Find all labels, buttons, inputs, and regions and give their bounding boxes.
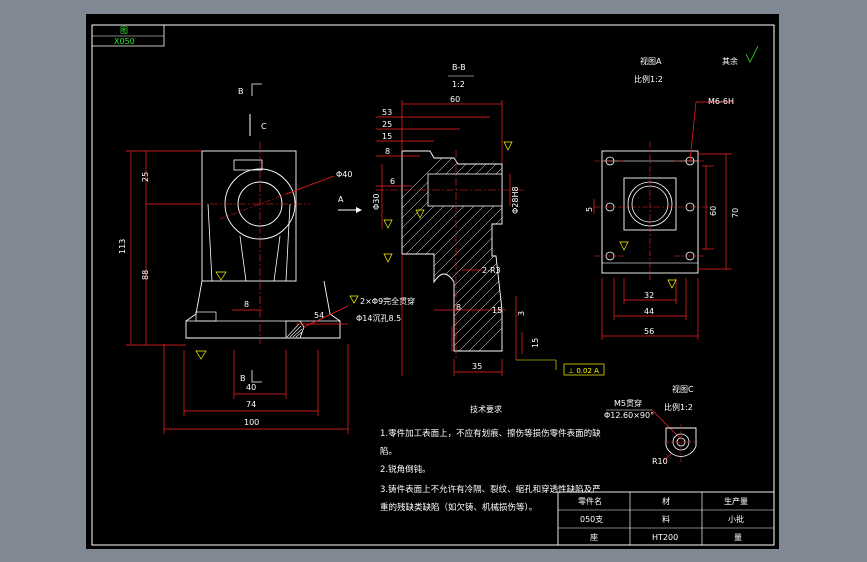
section-bb-label: B-B [452, 63, 466, 72]
dim-h60: 60 [709, 206, 718, 216]
dim-w44: 44 [644, 307, 654, 316]
geom-tolerance: ⊥ 0.02 A [568, 367, 599, 375]
front-view: B C Φ40 [118, 83, 415, 434]
drawing-sheet: 图 X050 B C [86, 14, 779, 549]
tb-material-1: 材 [662, 496, 670, 506]
dim-h5: 5 [585, 207, 594, 212]
code-tab-line1: 图 [120, 26, 128, 35]
tech-line3: 3.铸件表面上不允许有冷隔、裂纹、缩孔和穿透性缺陷及严 [380, 484, 601, 495]
dim-w32: 32 [644, 291, 654, 300]
dim-w35: 35 [472, 362, 482, 371]
dim-w6: 6 [390, 177, 395, 186]
dim-h70: 70 [731, 208, 740, 218]
view-a: 视图A 比例1:2 其余 M6-6H [585, 45, 759, 340]
dim-v15: 15 [531, 338, 540, 348]
view-a-label: 视图A [640, 56, 662, 66]
dim-w40: 40 [246, 383, 256, 392]
tb-production-2: 小批 [728, 514, 744, 524]
tb-part-code: 050支 [580, 514, 603, 524]
marker-b-top: B [238, 87, 244, 96]
dim-w15: 15 [382, 132, 392, 141]
tb-production-1: 生产量 [724, 496, 748, 506]
hole-note-2: Φ14沉孔8.5 [356, 314, 401, 323]
dim-w56: 56 [644, 327, 654, 336]
dim-r10: R10 [652, 457, 668, 466]
dim-w53: 53 [382, 108, 392, 117]
dim-r3: 2-R3 [482, 266, 501, 275]
dim-d40: Φ40 [336, 170, 352, 179]
technical-requirements: 技术要求 1.零件加工表面上，不应有划痕、擦伤等损伤零件表面的缺 陷。 2.锐角… [380, 404, 601, 513]
hole-note-1: 2×Φ9完全贯穿 [360, 296, 415, 306]
view-a-scale: 比例1:2 [634, 74, 663, 84]
dim-h25: 25 [141, 172, 150, 182]
code-tab-line2: X050 [114, 37, 135, 46]
dim-b3: 3 [517, 311, 526, 316]
dim-d28: Φ28H8 [511, 186, 520, 214]
detail-thread: M5贯穿 [614, 398, 642, 408]
drawing-frame [91, 24, 775, 546]
dim-w100: 100 [244, 418, 259, 427]
dim-b8: 8 [456, 303, 461, 312]
view-c-label: 视图C [672, 384, 694, 394]
dim-h113: 113 [118, 239, 127, 254]
tech-line2: 2.锐角倒钝。 [380, 464, 431, 475]
dim-w54: 54 [314, 311, 324, 320]
dim-thread-m6: M6-6H [708, 97, 734, 106]
marker-a: A [338, 195, 344, 204]
roughness-rest: 其余 [722, 56, 738, 66]
dim-w74: 74 [246, 400, 256, 409]
code-tab: 图 X050 [92, 25, 165, 47]
view-c: 视图C 比例1:2 M5贯穿 Φ12.60×90° R10 [604, 384, 698, 466]
dim-w8: 8 [385, 147, 390, 156]
tb-part-seat: 座 [590, 532, 598, 542]
dim-w25: 25 [382, 120, 392, 129]
detail-countersink: Φ12.60×90° [604, 411, 654, 420]
tb-part-name: 零件名 [578, 496, 602, 506]
tech-line1b: 陷。 [380, 446, 397, 457]
dim-h88: 88 [141, 270, 150, 280]
dim-b15: 15 [492, 306, 502, 315]
dim-w60: 60 [450, 95, 460, 104]
tech-line3b: 重的残缺类缺陷（如欠铸、机械损伤等）。 [380, 502, 537, 513]
tech-line1: 1.零件加工表面上，不应有划痕、擦伤等损伤零件表面的缺 [380, 428, 601, 439]
dim-d30: Φ30 [372, 194, 381, 210]
engineering-drawing: 图 X050 B C [91, 24, 775, 546]
marker-b-bottom: B [240, 374, 246, 383]
section-bb-view: B-B 1:2 [372, 63, 605, 376]
tech-heading: 技术要求 [470, 404, 502, 414]
section-bb-scale: 1:2 [452, 80, 465, 89]
title-block: 零件名 材 生产量 050支 料 小批 座 HT200 量 [557, 491, 775, 546]
dim-w8: 8 [244, 300, 249, 309]
marker-c: C [261, 122, 267, 131]
view-c-scale: 比例1:2 [664, 402, 693, 412]
tb-material-2: 料 [662, 514, 670, 524]
tb-production-3: 量 [734, 533, 742, 542]
tb-material-value: HT200 [652, 533, 678, 542]
